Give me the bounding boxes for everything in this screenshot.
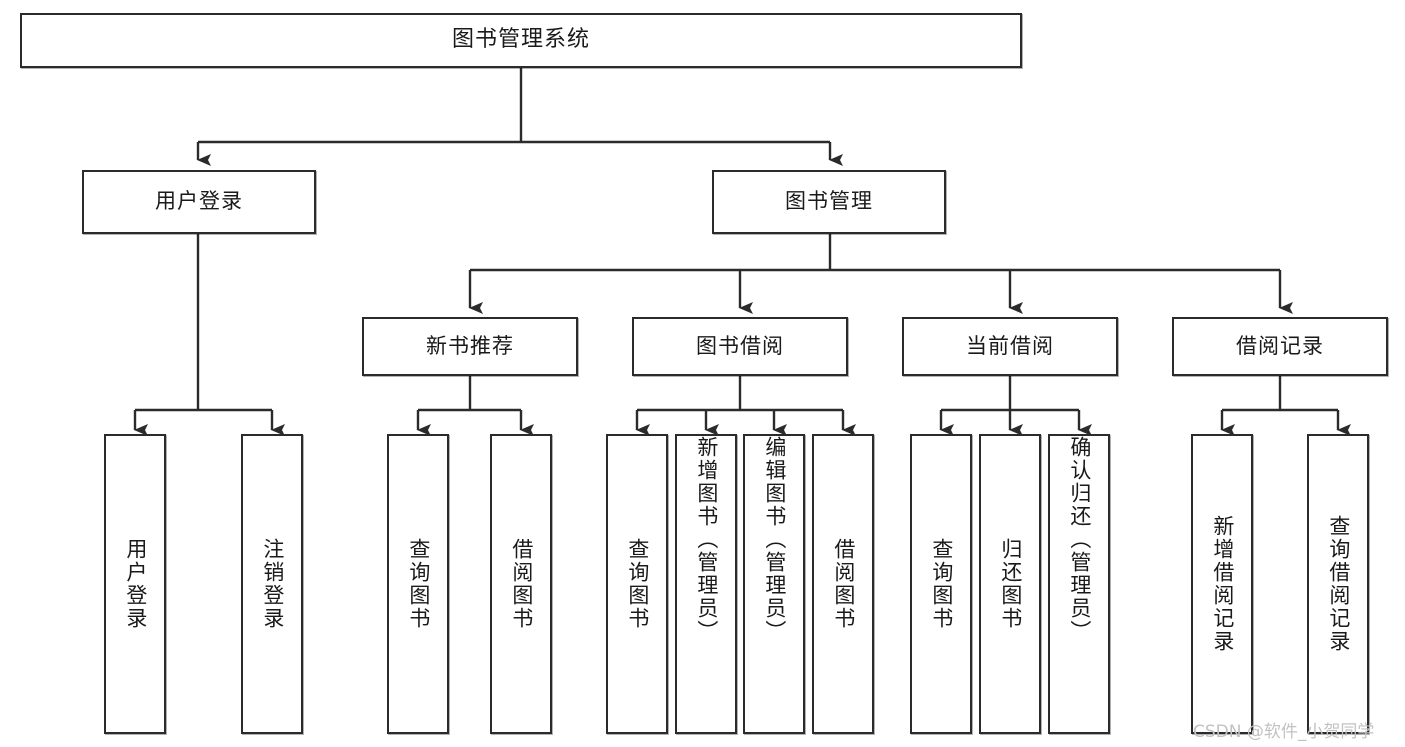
node-new-book-recommend[interactable]: 新书推荐 [362, 317, 578, 376]
leaf-add-book[interactable]: 新增图书（管理员） [675, 434, 737, 734]
leaf-confirm-return[interactable]: 确认归还（管理员） [1048, 434, 1110, 734]
leaf-label: 查询图书 [929, 538, 954, 630]
watermark-csdn: CSDN @软件_小贺同学 [1193, 722, 1375, 742]
node-borrow-record[interactable]: 借阅记录 [1172, 317, 1388, 376]
leaf-label: 查询图书 [406, 538, 431, 630]
node-root-book-management-system[interactable]: 图书管理系统 [20, 13, 1022, 68]
leaf-label: 归还图书 [998, 538, 1023, 630]
leaf-label: 用户登录 [123, 538, 148, 630]
node-user-login[interactable]: 用户登录 [82, 170, 316, 234]
leaf-label: 新增借阅记录 [1210, 515, 1235, 653]
leaf-return-book[interactable]: 归还图书 [979, 434, 1041, 734]
node-label: 用户登录 [155, 189, 243, 214]
leaf-label: 注销登录 [260, 538, 285, 630]
node-book-management[interactable]: 图书管理 [712, 170, 946, 234]
leaf-query-borrow-record[interactable]: 查询借阅记录 [1307, 434, 1369, 734]
node-book-borrow[interactable]: 图书借阅 [632, 317, 848, 376]
leaf-query-book-current[interactable]: 查询图书 [910, 434, 972, 734]
leaf-borrow-book-recommend[interactable]: 借阅图书 [490, 434, 552, 734]
leaf-borrow-book[interactable]: 借阅图书 [812, 434, 874, 734]
node-label: 图书管理系统 [451, 27, 590, 53]
leaf-user-login[interactable]: 用户登录 [104, 434, 166, 734]
leaf-query-book-recommend[interactable]: 查询图书 [387, 434, 449, 734]
leaf-logout[interactable]: 注销登录 [241, 434, 303, 734]
leaf-label: 查询图书 [625, 538, 650, 630]
leaf-label: 查询借阅记录 [1326, 515, 1351, 653]
leaf-label: 借阅图书 [831, 538, 856, 630]
leaf-edit-book[interactable]: 编辑图书（管理员） [743, 434, 805, 734]
leaf-label: 借阅图书 [509, 538, 534, 630]
node-label: 图书管理 [785, 189, 873, 214]
node-label: 图书借阅 [696, 333, 784, 358]
leaf-label: 新增图书（管理员） [694, 436, 719, 643]
node-label: 借阅记录 [1236, 333, 1324, 358]
leaf-query-book-borrow[interactable]: 查询图书 [606, 434, 668, 734]
leaf-label: 确认归还（管理员） [1067, 436, 1092, 643]
node-current-borrow[interactable]: 当前借阅 [902, 317, 1118, 376]
node-label: 当前借阅 [966, 333, 1054, 358]
leaf-add-borrow-record[interactable]: 新增借阅记录 [1191, 434, 1253, 734]
leaf-label: 编辑图书（管理员） [762, 436, 787, 643]
node-label: 新书推荐 [426, 333, 514, 358]
